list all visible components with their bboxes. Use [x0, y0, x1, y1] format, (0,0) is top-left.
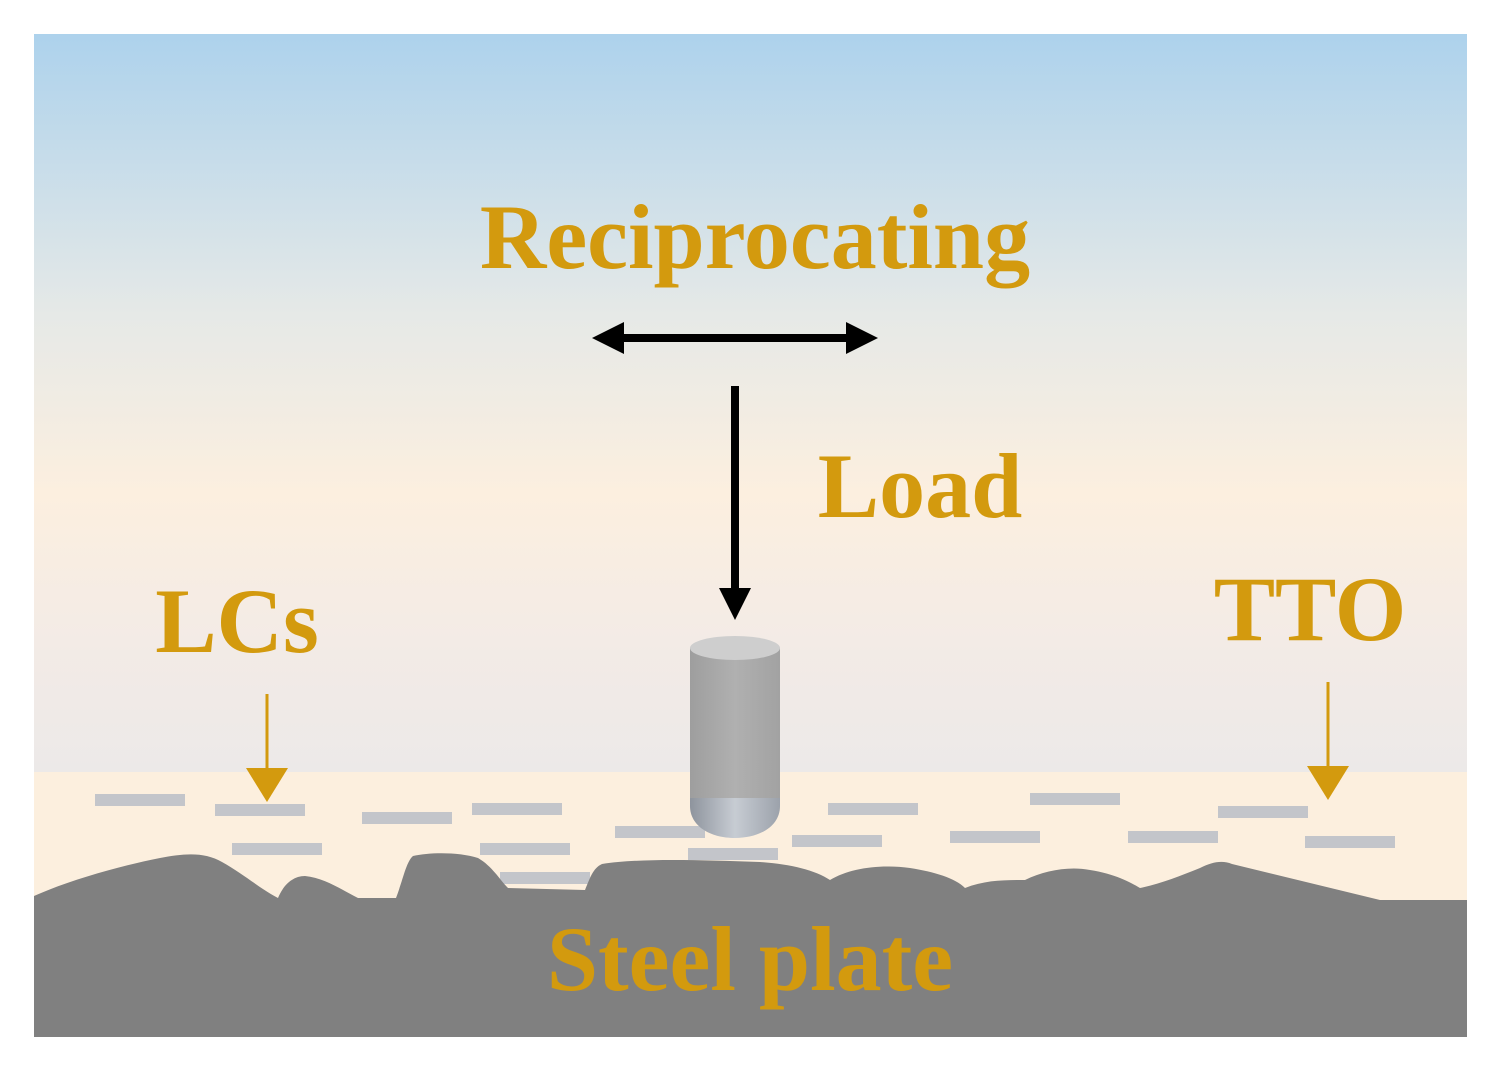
lc-molecule [215, 804, 305, 816]
tto-label: TTO [1214, 558, 1407, 660]
lc-molecule [95, 794, 185, 806]
reciprocating-label: Reciprocating [480, 186, 1030, 288]
lc-molecule [1305, 836, 1395, 848]
lc-molecule [1128, 831, 1218, 843]
lc-molecule [472, 803, 562, 815]
pin [690, 636, 780, 838]
pin-top [690, 636, 780, 660]
lc-molecule [362, 812, 452, 824]
lc-molecule [688, 848, 778, 860]
lc-molecule [615, 826, 705, 838]
lcs-arrow [246, 694, 288, 802]
lc-molecule [1030, 793, 1120, 805]
tto-arrow [1307, 682, 1349, 800]
lc-molecule [1218, 806, 1308, 818]
lc-molecule [480, 843, 570, 855]
steel-plate [34, 853, 1467, 1037]
load-label: Load [818, 435, 1023, 537]
pin-tip [690, 798, 780, 838]
lc-molecule [232, 843, 322, 855]
lc-molecule [500, 872, 590, 884]
lc-molecule [950, 831, 1040, 843]
steel-plate-label: Steel plate [547, 908, 953, 1010]
lc-molecule [792, 835, 882, 847]
lcs-label: LCs [155, 570, 319, 672]
lc-molecule [828, 803, 918, 815]
lc-molecules [95, 793, 1395, 884]
pin-body [690, 648, 780, 800]
